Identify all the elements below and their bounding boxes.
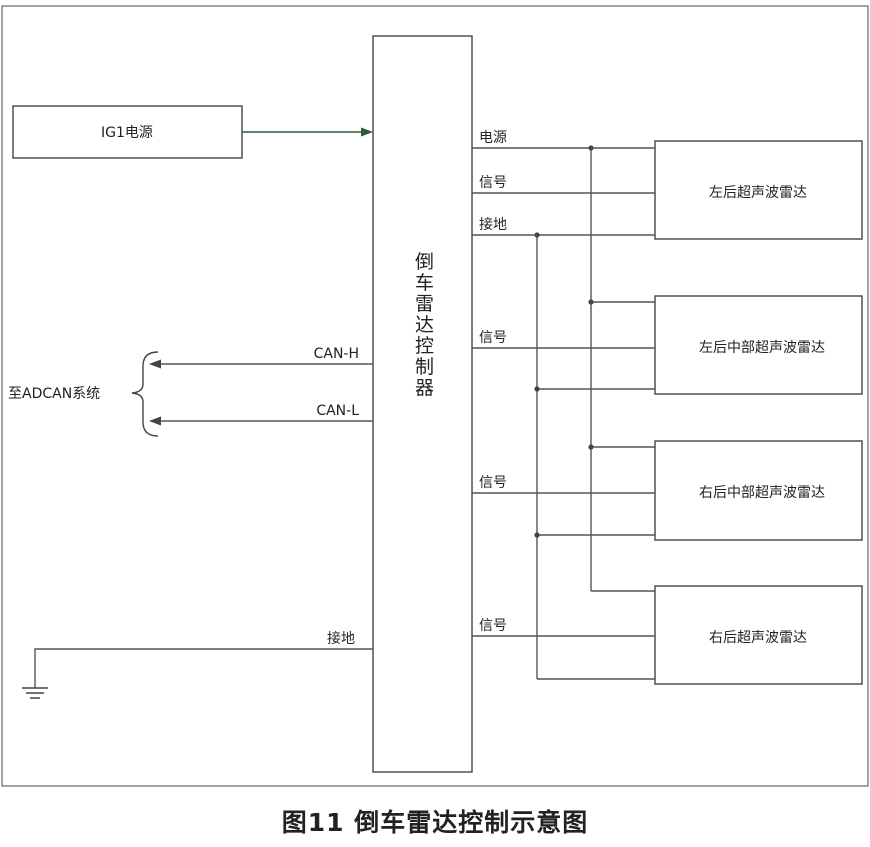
can-l-arrow-head xyxy=(149,416,161,426)
sensor-label-right-rear-middle: 右后中部超声波雷达 xyxy=(699,485,825,501)
sensor-box-right-rear xyxy=(654,585,863,685)
adcan-brace xyxy=(131,351,159,437)
ground-left-wire xyxy=(34,648,373,688)
figure-caption: 图11 倒车雷达控制示意图 xyxy=(282,808,589,837)
controller-label: 倒车雷达控制器 xyxy=(412,251,434,398)
sensor-ground-label: 接地 xyxy=(479,216,507,233)
ground-junction-1 xyxy=(534,232,540,238)
power-junction-2 xyxy=(588,299,594,305)
controller-box xyxy=(372,35,473,773)
power-arrow-head xyxy=(361,127,373,137)
signal-label-1: 信号 xyxy=(479,175,507,191)
sensor-power-label: 电源 xyxy=(479,130,507,146)
signal-label-4: 信号 xyxy=(479,618,507,634)
can-l-label: CAN-L xyxy=(316,403,359,419)
sensor-label-left-rear: 左后超声波雷达 xyxy=(709,185,807,201)
can-h-arrow-head xyxy=(149,359,161,369)
can-h-label: CAN-H xyxy=(314,346,359,362)
sensor-box-left-rear-middle xyxy=(654,295,863,395)
sensor-box-right-rear-middle xyxy=(654,440,863,541)
power-source-label: IG1电源 xyxy=(101,125,153,141)
signal-label-3: 信号 xyxy=(479,475,507,491)
ground-junction-2 xyxy=(534,386,540,392)
diagram-border xyxy=(1,5,869,787)
power-source-box xyxy=(12,105,243,159)
ground-left-label: 接地 xyxy=(327,630,355,647)
sensor-label-left-rear-middle: 左后中部超声波雷达 xyxy=(699,340,825,356)
sensor-box-left-rear xyxy=(654,140,863,240)
adcan-label: 至ADCAN系统 xyxy=(8,386,100,402)
power-junction-1 xyxy=(588,145,594,151)
signal-label-2: 信号 xyxy=(479,330,507,346)
power-junction-3 xyxy=(588,444,594,450)
sensor-label-right-rear: 右后超声波雷达 xyxy=(709,630,807,646)
ground-junction-3 xyxy=(534,532,540,538)
